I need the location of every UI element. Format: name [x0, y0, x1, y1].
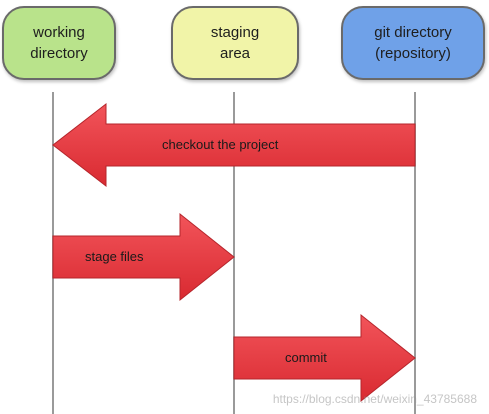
git-directory-box: git directory (repository) [341, 6, 485, 80]
stage-files-arrow [52, 212, 235, 302]
checkout-label: checkout the project [162, 137, 279, 152]
watermark-text: https://blog.csdn.net/weixin_43785688 [272, 392, 477, 406]
working-directory-label: working directory [30, 24, 88, 62]
staging-area-box: staging area [171, 6, 299, 80]
working-directory-box: working directory [2, 6, 116, 80]
commit-label: commit [285, 350, 327, 365]
git-directory-label: git directory (repository) [374, 24, 452, 62]
staging-area-label: staging area [210, 24, 260, 62]
commit-arrow [233, 313, 416, 403]
stage-files-label: stage files [85, 249, 144, 264]
checkout-arrow [52, 102, 416, 188]
